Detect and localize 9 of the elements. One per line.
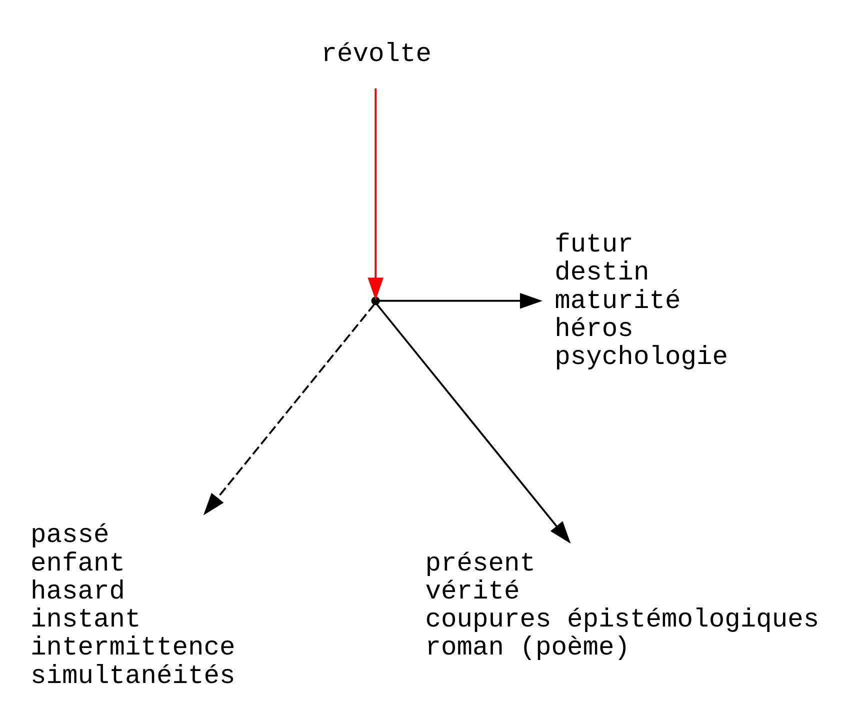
node-text: futur destin maturité héros psychologie xyxy=(554,229,728,372)
node-text: révolte xyxy=(321,38,432,69)
arrow xyxy=(376,303,571,544)
arrow xyxy=(203,303,376,515)
arrow xyxy=(368,88,384,300)
node-text: passé enfant hasard instant intermittence simultanéités xyxy=(30,520,236,690)
node-point xyxy=(371,296,380,305)
arrow xyxy=(379,292,542,308)
node-text: présent vérité coupures épistémologiques roman (poème) xyxy=(425,548,820,662)
